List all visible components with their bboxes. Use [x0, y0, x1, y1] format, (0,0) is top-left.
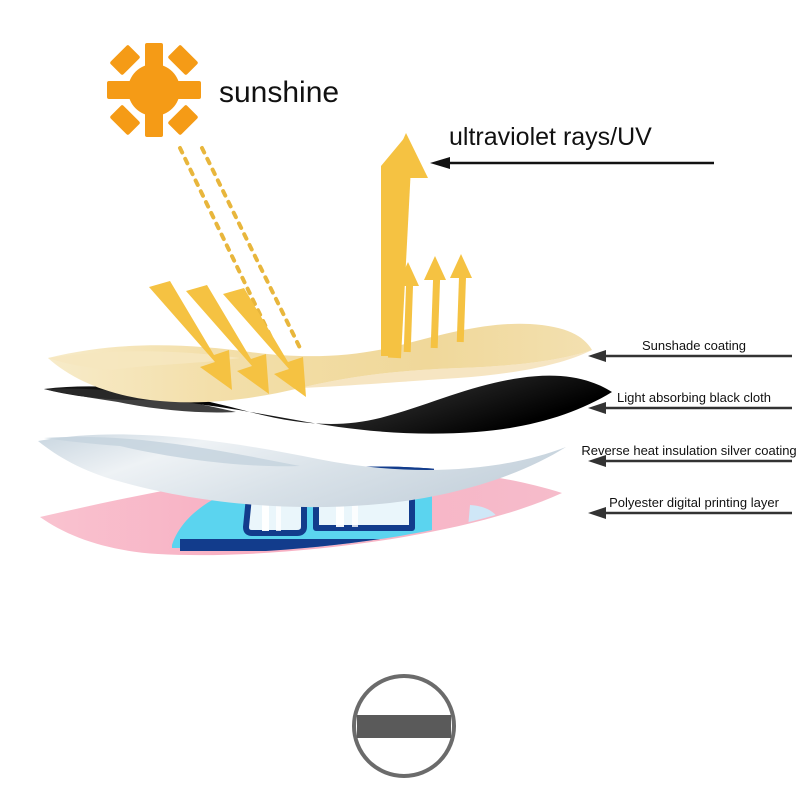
sunshine-label: sunshine [219, 76, 340, 109]
incoming-sun-arrows [149, 281, 306, 397]
sun-icon [107, 43, 201, 137]
layer-label-sunshade: Sunshade coating [641, 338, 747, 353]
dashed-sun-rays [178, 146, 302, 354]
layer-silver [38, 434, 566, 508]
layer-label-polyester: Polyester digital printing layer [609, 495, 779, 510]
layer-label-black-cloth: Light absorbing black cloth [617, 390, 771, 405]
layer-sunshade [48, 323, 592, 403]
uv-reflection-arrow-large [381, 133, 428, 359]
uv-label: ultraviolet rays/UV [449, 123, 652, 151]
uv-header-arrow [430, 157, 714, 169]
layer-label-silver-coating: Reverse heat insulation silver coating [581, 443, 797, 458]
uv-reflection-arrows-small [397, 254, 472, 353]
layer-black-cloth [44, 375, 612, 434]
layer-callout-arrows [588, 350, 792, 519]
minus-circle-icon[interactable] [352, 674, 456, 778]
